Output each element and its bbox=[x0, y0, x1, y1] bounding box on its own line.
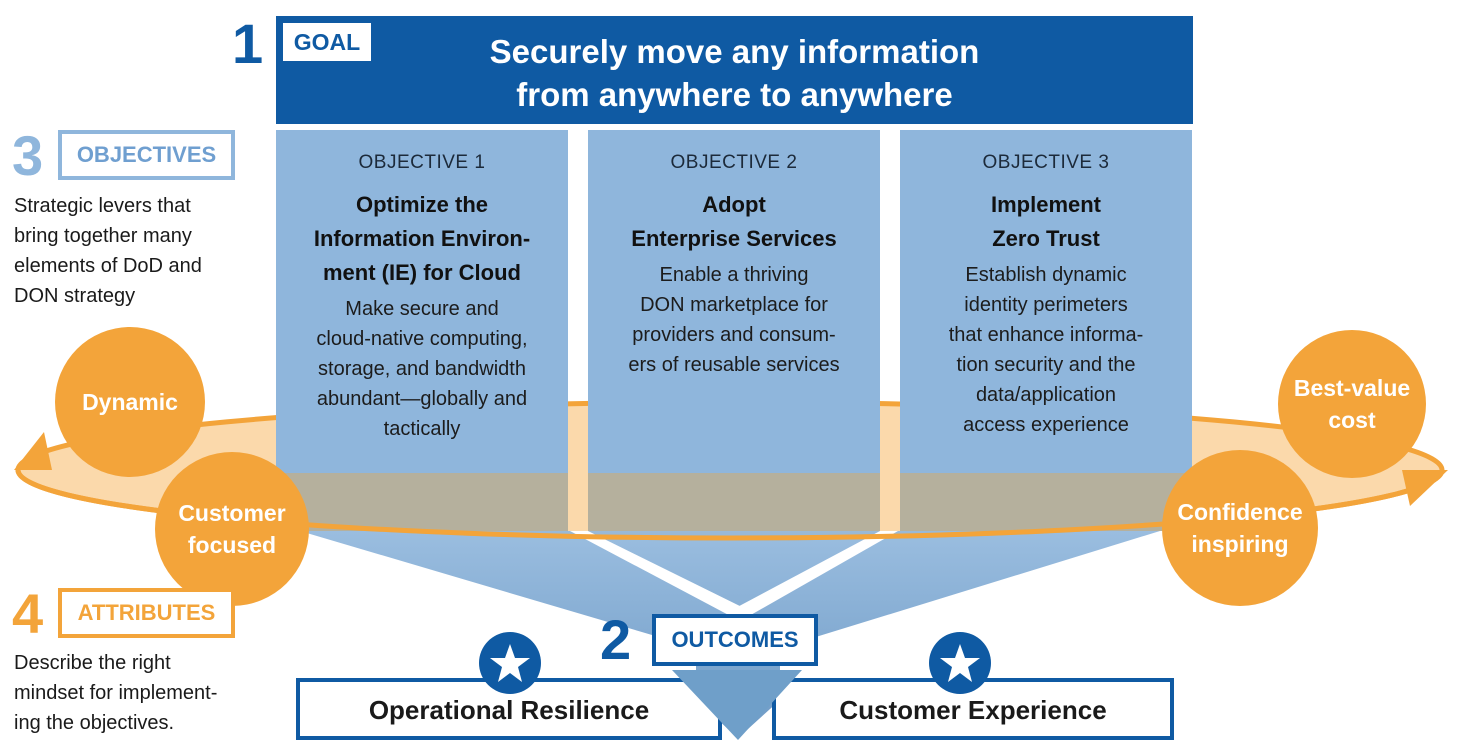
objective-card-2-base bbox=[588, 473, 880, 531]
ring-arrow-right-icon bbox=[1402, 470, 1448, 506]
funnel-divider-left bbox=[570, 531, 752, 620]
outcomes-tag: OUTCOMES bbox=[652, 614, 818, 666]
objective-description: Enable a thriving DON marketplace for pr… bbox=[628, 264, 840, 376]
objective-description: Establish dynamic identity perimeters th… bbox=[948, 264, 1144, 436]
objectives-number: 3 bbox=[12, 124, 44, 187]
outcome-label: Operational Resilience bbox=[368, 695, 650, 725]
objective-label: OBJECTIVE 2 bbox=[670, 152, 798, 173]
objective-label: OBJECTIVE 1 bbox=[358, 152, 486, 173]
attribute-customer-focused: Customer focused bbox=[155, 452, 309, 606]
objective-title: Adopt Enterprise Services bbox=[631, 192, 837, 251]
attribute-best-value-cost: Best-value cost bbox=[1278, 330, 1426, 478]
goal-statement: Securely move any information from anywh… bbox=[489, 33, 980, 113]
objective-card-2: OBJECTIVE 2 Adopt Enterprise Services En… bbox=[588, 130, 880, 473]
objectives-description: Strategic levers that bring together man… bbox=[14, 195, 202, 307]
objective-title: Optimize the Information Environ- ment (… bbox=[313, 192, 531, 285]
attribute-confidence-inspiring: Confidence inspiring bbox=[1162, 450, 1318, 606]
attributes-description: Describe the right mindset for implement… bbox=[14, 652, 218, 734]
star-icon bbox=[479, 632, 541, 694]
star-icon bbox=[929, 632, 991, 694]
objective-label: OBJECTIVE 3 bbox=[982, 152, 1110, 173]
objective-card-1-base bbox=[276, 473, 568, 531]
objective-card-1: OBJECTIVE 1 Optimize the Information Env… bbox=[276, 130, 568, 473]
objective-title: Implement Zero Trust bbox=[990, 192, 1102, 251]
objective-description: Make secure and cloud-native computing, … bbox=[316, 298, 528, 440]
outcome-label: Customer Experience bbox=[839, 695, 1107, 725]
ring-arrow-left-icon bbox=[14, 432, 52, 470]
objective-card-3: OBJECTIVE 3 Implement Zero Trust Establi… bbox=[900, 130, 1192, 473]
goal-number: 1 bbox=[232, 12, 264, 75]
objectives-tag: OBJECTIVES bbox=[58, 130, 235, 180]
objective-card-3-base bbox=[900, 473, 1192, 531]
goal-banner: Securely move any information from anywh… bbox=[276, 16, 1193, 124]
attribute-dynamic: Dynamic bbox=[55, 327, 205, 477]
funnel-divider-right bbox=[728, 531, 898, 620]
attributes-number: 4 bbox=[12, 582, 44, 645]
attributes-tag: ATTRIBUTES bbox=[58, 588, 235, 638]
outcomes-number: 2 bbox=[600, 608, 632, 671]
goal-tag: GOAL bbox=[283, 23, 371, 61]
